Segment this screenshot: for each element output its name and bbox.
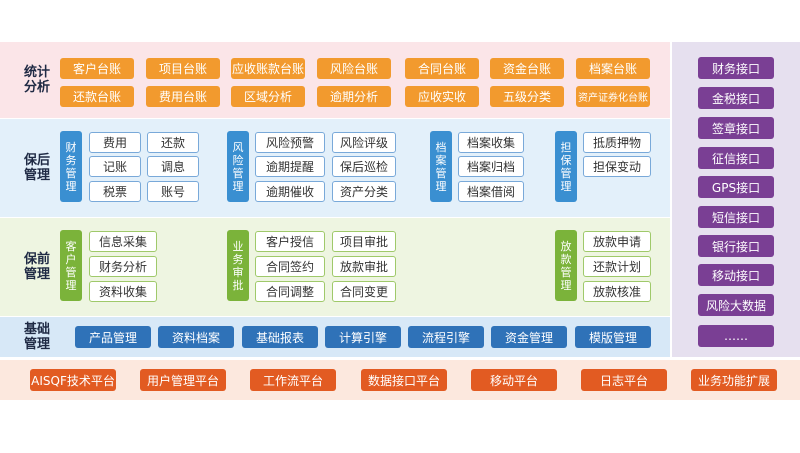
interface-item[interactable]: 银行接口: [698, 235, 774, 257]
group-label-customer: 客户管理: [60, 230, 82, 301]
platform-item[interactable]: 用户管理平台: [140, 369, 226, 391]
business-item[interactable]: 合同签约: [255, 256, 325, 277]
interface-item[interactable]: 风险大数据: [698, 294, 774, 316]
archive-item[interactable]: 档案归档: [458, 156, 524, 177]
section-label-base: 基础管理: [24, 322, 51, 352]
finance-item[interactable]: 记账: [89, 156, 141, 177]
finance-item[interactable]: 费用: [89, 132, 141, 153]
guarantee-item[interactable]: 担保变动: [583, 156, 651, 177]
stats-item[interactable]: 合同台账: [405, 58, 479, 79]
finance-item[interactable]: 调息: [147, 156, 199, 177]
stats-item[interactable]: 资金台账: [490, 58, 564, 79]
archive-item[interactable]: 档案借阅: [458, 181, 524, 202]
risk-item[interactable]: 资产分类: [332, 181, 396, 202]
risk-item[interactable]: 风险评级: [332, 132, 396, 153]
stats-item[interactable]: 项目台账: [146, 58, 220, 79]
base-item[interactable]: 资金管理: [491, 326, 567, 348]
finance-item[interactable]: 税票: [89, 181, 141, 202]
business-item[interactable]: 项目审批: [332, 231, 396, 252]
guarantee-item[interactable]: 抵质押物: [583, 132, 651, 153]
interface-item[interactable]: 签章接口: [698, 117, 774, 139]
risk-item[interactable]: 逾期提醒: [255, 156, 325, 177]
section-label-post: 保后管理: [24, 153, 51, 183]
stats-item[interactable]: 五级分类: [490, 86, 564, 107]
platform-item[interactable]: 业务功能扩展: [691, 369, 777, 391]
business-item[interactable]: 客户授信: [255, 231, 325, 252]
risk-item[interactable]: 风险预警: [255, 132, 325, 153]
business-item[interactable]: 合同调整: [255, 281, 325, 302]
group-label-business: 业务审批: [227, 230, 249, 301]
loan-item[interactable]: 还款计划: [583, 256, 651, 277]
stats-item[interactable]: 客户台账: [60, 58, 134, 79]
interface-item[interactable]: 移动接口: [698, 264, 774, 286]
platform-item[interactable]: 工作流平台: [250, 369, 336, 391]
interface-item[interactable]: 金税接口: [698, 87, 774, 109]
platform-item[interactable]: AISQF技术平台: [30, 369, 116, 391]
risk-item[interactable]: 保后巡检: [332, 156, 396, 177]
stats-item[interactable]: 区域分析: [231, 86, 305, 107]
archive-item[interactable]: 档案收集: [458, 132, 524, 153]
finance-item[interactable]: 账号: [147, 181, 199, 202]
loan-item[interactable]: 放款核准: [583, 281, 651, 302]
stats-item[interactable]: 风险台账: [317, 58, 391, 79]
risk-item[interactable]: 逾期催收: [255, 181, 325, 202]
group-label-archive: 档案管理: [430, 131, 452, 202]
customer-item[interactable]: 财务分析: [89, 256, 157, 277]
group-label-guarantee: 担保管理: [555, 131, 577, 202]
stats-item[interactable]: 应收实收: [405, 86, 479, 107]
business-item[interactable]: 合同变更: [332, 281, 396, 302]
interface-item[interactable]: ……: [698, 325, 774, 347]
interface-item[interactable]: 短信接口: [698, 206, 774, 228]
base-item[interactable]: 流程引擎: [408, 326, 484, 348]
customer-item[interactable]: 信息采集: [89, 231, 157, 252]
interface-item[interactable]: 征信接口: [698, 147, 774, 169]
interface-item[interactable]: 财务接口: [698, 57, 774, 79]
platform-item[interactable]: 移动平台: [471, 369, 557, 391]
base-item[interactable]: 资料档案: [158, 326, 234, 348]
finance-item[interactable]: 还款: [147, 132, 199, 153]
stats-item[interactable]: 逾期分析: [317, 86, 391, 107]
interface-item[interactable]: GPS接口: [698, 176, 774, 198]
platform-item[interactable]: 日志平台: [581, 369, 667, 391]
loan-item[interactable]: 放款申请: [583, 231, 651, 252]
section-label-stats: 统计分析: [24, 65, 51, 95]
section-label-pre: 保前管理: [24, 252, 51, 282]
platform-item[interactable]: 数据接口平台: [361, 369, 447, 391]
group-label-finance: 财务管理: [60, 131, 82, 202]
stats-item[interactable]: 应收账款台账: [231, 58, 305, 79]
customer-item[interactable]: 资料收集: [89, 281, 157, 302]
stats-item[interactable]: 资产证券化台账: [576, 86, 650, 107]
stats-item[interactable]: 费用台账: [146, 86, 220, 107]
group-label-loan: 放款管理: [555, 230, 577, 301]
base-item[interactable]: 产品管理: [75, 326, 151, 348]
business-item[interactable]: 放款审批: [332, 256, 396, 277]
stats-item[interactable]: 档案台账: [576, 58, 650, 79]
base-item[interactable]: 计算引擎: [325, 326, 401, 348]
group-label-risk: 风险管理: [227, 131, 249, 202]
base-item[interactable]: 基础报表: [242, 326, 318, 348]
base-item[interactable]: 模版管理: [575, 326, 651, 348]
stats-item[interactable]: 还款台账: [60, 86, 134, 107]
